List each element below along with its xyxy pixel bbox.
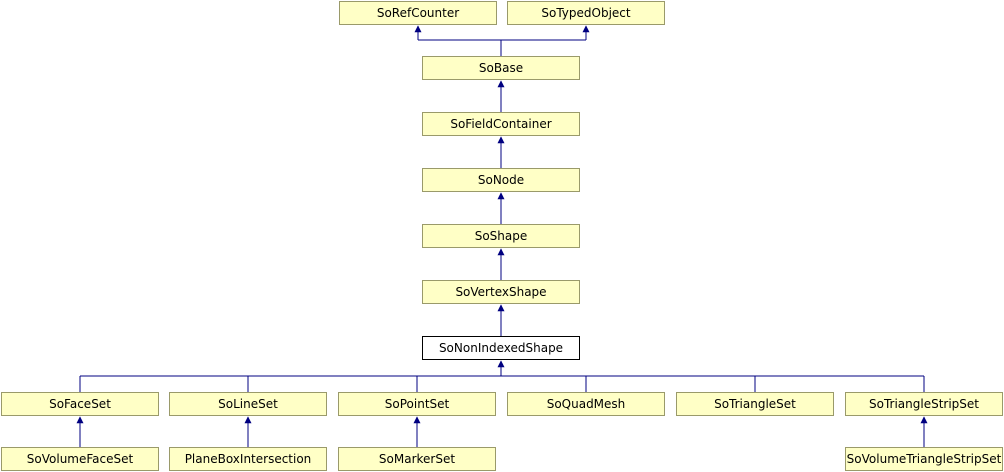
node-so-vertex-shape[interactable]: SoVertexShape [422, 280, 580, 304]
node-so-volume-face-set[interactable]: SoVolumeFaceSet [1, 447, 159, 471]
node-so-non-indexed-shape-current: SoNonIndexedShape [422, 336, 580, 360]
node-so-quad-mesh[interactable]: SoQuadMesh [507, 392, 665, 416]
node-soref-counter[interactable]: SoRefCounter [339, 1, 497, 25]
node-so-typed-object[interactable]: SoTypedObject [507, 1, 665, 25]
node-so-line-set[interactable]: SoLineSet [169, 392, 327, 416]
node-so-point-set[interactable]: SoPointSet [338, 392, 496, 416]
node-so-triangle-strip-set[interactable]: SoTriangleStripSet [845, 392, 1003, 416]
node-so-triangle-set[interactable]: SoTriangleSet [676, 392, 834, 416]
node-so-field-container[interactable]: SoFieldContainer [422, 112, 580, 136]
node-so-base[interactable]: SoBase [422, 56, 580, 80]
node-so-volume-triangle-strip-set[interactable]: SoVolumeTriangleStripSet [845, 447, 1003, 471]
node-so-node[interactable]: SoNode [422, 168, 580, 192]
node-plane-box-intersection[interactable]: PlaneBoxIntersection [169, 447, 327, 471]
node-so-face-set[interactable]: SoFaceSet [1, 392, 159, 416]
node-so-shape[interactable]: SoShape [422, 224, 580, 248]
node-so-marker-set[interactable]: SoMarkerSet [338, 447, 496, 471]
